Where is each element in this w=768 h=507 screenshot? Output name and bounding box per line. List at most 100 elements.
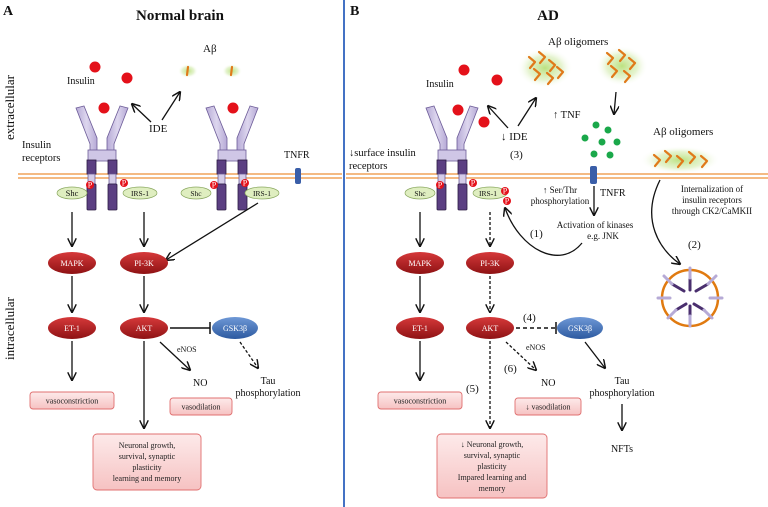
membrane-b	[346, 173, 768, 179]
abeta-label: Aβ	[203, 43, 217, 55]
irs1-adapter	[244, 186, 280, 200]
svg-text:P: P	[122, 179, 127, 188]
serthr-label: phosphorylation	[531, 196, 590, 206]
svg-text:Shc: Shc	[414, 189, 426, 198]
vasodilation-box	[514, 397, 582, 416]
step-5-label: (5)	[466, 383, 479, 395]
tau-label: phosphorylation	[590, 388, 655, 399]
abeta-oligomers-label: Aβ oligomers	[548, 36, 608, 48]
internalization-label: insulin receptors	[682, 195, 742, 205]
kinases-label: e.g. JNK	[587, 231, 619, 241]
svg-text:Impared learning and: Impared learning and	[458, 473, 526, 482]
insulin-molecule	[491, 74, 503, 86]
svg-text:vasoconstriction: vasoconstriction	[46, 397, 98, 406]
insulin-molecule	[458, 64, 470, 76]
panel-a-letter: A	[3, 4, 14, 19]
shc-adapter	[404, 186, 436, 200]
svg-text:vasoconstriction: vasoconstriction	[394, 397, 446, 406]
step-6-label: (6)	[504, 363, 517, 375]
et1-node	[396, 317, 444, 339]
irs1-adapter	[122, 186, 158, 200]
extracellular-label: extracellular	[2, 74, 17, 140]
neuronal-growth-box	[92, 433, 202, 491]
enos-label: eNOS	[526, 343, 546, 352]
step-1-label: (1)	[530, 228, 543, 240]
neuronal-growth-box	[436, 433, 548, 499]
svg-text:Shc: Shc	[66, 188, 79, 198]
step-2-label: (2)	[688, 239, 701, 251]
vasoconstriction-box	[377, 391, 463, 410]
mapk-node	[48, 252, 96, 274]
membrane-a	[18, 173, 342, 179]
kinases-label: Activation of kinases	[557, 220, 634, 230]
step-4-label: (4)	[523, 312, 536, 324]
insulin-molecule	[227, 102, 239, 114]
panel-b-letter: B	[350, 4, 359, 19]
svg-text:↓ Neuronal growth,: ↓ Neuronal growth,	[461, 440, 523, 449]
svg-text:plasticity: plasticity	[477, 462, 506, 471]
svg-text:P: P	[243, 179, 248, 188]
internalized-vesicle	[656, 266, 724, 328]
tnf-label: ↑ TNF	[553, 110, 581, 121]
svg-text:P: P	[438, 181, 443, 190]
ide-label: ↓ IDE	[501, 131, 528, 143]
tnfr-receptor	[295, 168, 301, 184]
svg-text:ET-1: ET-1	[412, 324, 428, 333]
svg-text:ET-1: ET-1	[64, 324, 80, 333]
insulin-molecule	[452, 104, 464, 116]
akt-node	[466, 317, 514, 339]
phospho-tag: P P P P	[436, 179, 511, 206]
internalization-label: Internalization of	[681, 184, 743, 194]
intracellular-label: intracellular	[2, 297, 17, 360]
insulin-label: Insulin	[426, 79, 454, 90]
svg-text:memory: memory	[479, 484, 506, 493]
tnfr-label: TNFR	[284, 150, 310, 161]
svg-text:AKT: AKT	[136, 324, 153, 333]
abeta-oligomer-cluster	[640, 146, 720, 174]
svg-text:MAPK: MAPK	[60, 259, 83, 268]
no-label: NO	[193, 378, 207, 389]
mapk-node	[396, 252, 444, 274]
et1-node	[48, 317, 96, 339]
svg-text:AKT: AKT	[482, 324, 499, 333]
no-label: NO	[541, 378, 555, 389]
abeta-oligomer-cluster	[517, 48, 573, 88]
svg-text:P: P	[503, 187, 508, 196]
insulin-receptors-label: Insulin	[22, 140, 52, 151]
vasoconstriction-box	[29, 391, 115, 410]
svg-text:GSK3β: GSK3β	[568, 324, 592, 333]
akt-node	[120, 317, 168, 339]
step-3-label: (3)	[510, 149, 523, 161]
svg-text:IRS-1: IRS-1	[253, 189, 271, 198]
insulin-molecule	[121, 72, 133, 84]
tau-label: phosphorylation	[236, 388, 301, 399]
svg-text:vasodilation: vasodilation	[181, 403, 220, 412]
tau-label: Tau	[615, 376, 630, 387]
svg-text:MAPK: MAPK	[408, 259, 431, 268]
gsk3b-node	[212, 317, 258, 339]
svg-text:P: P	[505, 197, 510, 206]
nfts-label: NFTs	[611, 444, 633, 455]
shc-adapter	[180, 186, 212, 200]
svg-text:Neuronal growth,: Neuronal growth,	[119, 441, 175, 450]
enos-label: eNOS	[177, 345, 197, 354]
svg-text:P: P	[471, 179, 476, 188]
svg-text:IRS-1: IRS-1	[131, 189, 149, 198]
serthr-label: ↑ Ser/Thr	[543, 185, 577, 195]
phospho-tag: P P P P	[86, 179, 249, 190]
svg-text:↓ vasodilation: ↓ vasodilation	[525, 403, 570, 412]
tnfr-label: TNFR	[600, 188, 626, 199]
svg-text:PI-3K: PI-3K	[134, 259, 154, 268]
panel-b-title: AD	[537, 8, 559, 24]
svg-text:PI-3K: PI-3K	[480, 259, 500, 268]
svg-text:P: P	[212, 181, 217, 190]
pi3k-node	[120, 252, 168, 274]
insulin-receptors-label: receptors	[22, 153, 60, 164]
svg-text:survival, synaptic: survival, synaptic	[119, 452, 176, 461]
abeta-oligomers-label: Aβ oligomers	[653, 126, 713, 138]
surface-receptors-label: receptors	[349, 161, 387, 172]
svg-text:Shc: Shc	[190, 189, 202, 198]
internalization-label: through CK2/CaMKII	[672, 206, 752, 216]
tau-label: Tau	[261, 376, 276, 387]
